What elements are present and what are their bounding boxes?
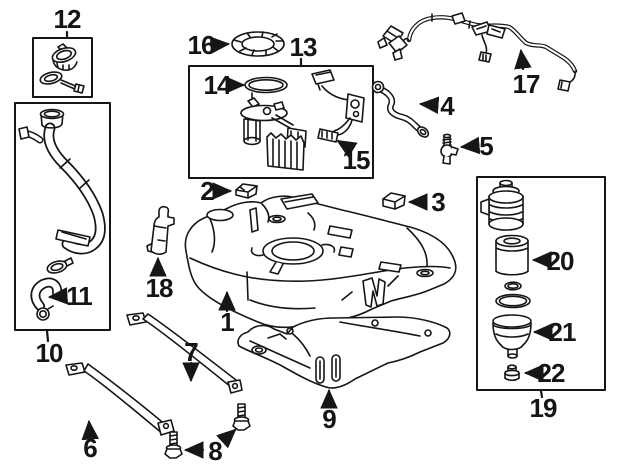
callout-8: 8 xyxy=(208,436,223,466)
callout-19: 19 xyxy=(529,393,558,423)
callout-22: 22 xyxy=(537,358,566,388)
filler-pipe-group xyxy=(15,103,110,330)
callout-12: 12 xyxy=(53,4,82,34)
lock-ring xyxy=(232,32,284,56)
vent-pipe xyxy=(373,82,431,140)
callout-18: 18 xyxy=(145,273,174,303)
callout-7: 7 xyxy=(184,337,199,367)
callout-21: 21 xyxy=(548,317,577,347)
clip-2 xyxy=(236,184,257,198)
callout-6: 6 xyxy=(83,433,98,463)
callout-17: 17 xyxy=(512,69,541,99)
callout-20: 20 xyxy=(546,246,575,276)
wiring-harness xyxy=(378,13,575,91)
tank-strap-7 xyxy=(127,313,242,393)
callout-14: 14 xyxy=(203,70,232,100)
callout-arrows xyxy=(47,32,553,459)
callout-13: 13 xyxy=(289,32,318,62)
callout-5: 5 xyxy=(479,131,494,161)
callout-15: 15 xyxy=(342,145,371,175)
tank-strap-6 xyxy=(66,363,174,435)
callout-16: 16 xyxy=(187,30,216,60)
callout-11: 11 xyxy=(66,281,92,311)
callout-10: 10 xyxy=(35,338,64,368)
fuel-tank xyxy=(185,194,455,327)
mounting-bracket xyxy=(147,207,174,254)
tank-shield xyxy=(238,317,450,388)
connector-fitting xyxy=(441,134,458,164)
fuel-cap-group xyxy=(33,38,92,97)
callout-9: 9 xyxy=(322,404,337,434)
callout-3: 3 xyxy=(431,187,446,217)
callout-4: 4 xyxy=(440,91,455,121)
callout-1: 1 xyxy=(220,307,235,337)
callout-2: 2 xyxy=(200,176,215,206)
strap-bolts xyxy=(165,404,250,458)
fuel-pump-module-group xyxy=(189,66,373,178)
clip-3 xyxy=(383,193,405,209)
